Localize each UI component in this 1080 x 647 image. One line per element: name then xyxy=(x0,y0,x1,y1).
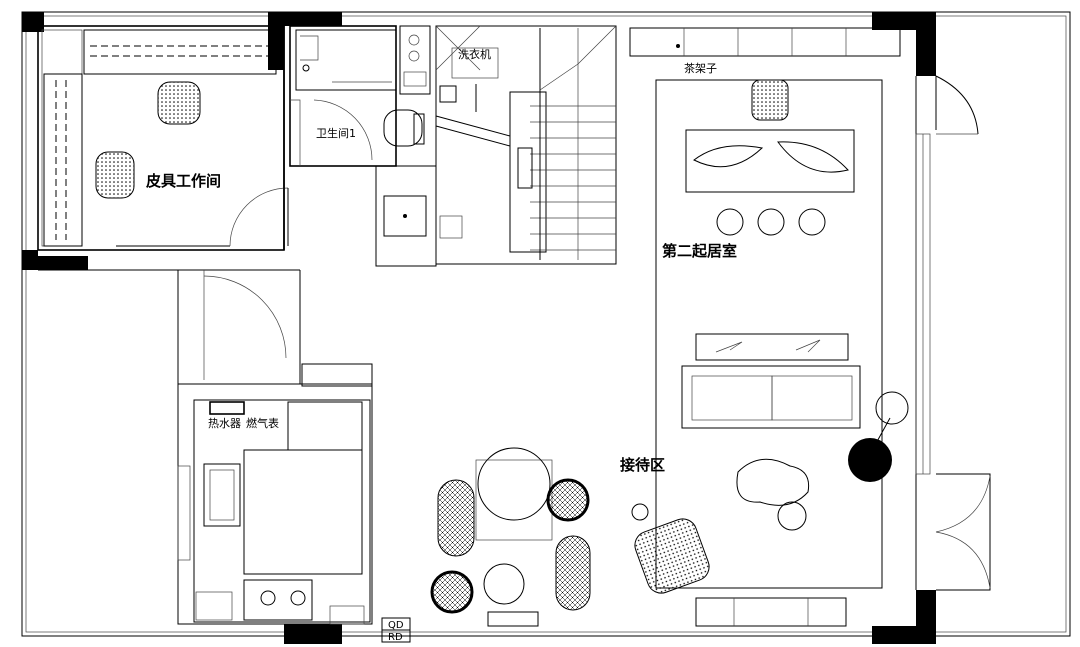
bathroom-label: 卫生间1 xyxy=(316,126,356,140)
stove xyxy=(243,579,313,621)
kitchen-island xyxy=(243,449,363,575)
black-side-table xyxy=(848,438,892,482)
laundry-area: 洗衣机 xyxy=(435,25,617,265)
water-heater xyxy=(209,401,245,415)
workshop-chair-1 xyxy=(157,81,201,125)
washbasin xyxy=(383,195,427,237)
second-living-room: 第二起居室 xyxy=(655,79,909,627)
stool-3 xyxy=(798,208,826,236)
staircase xyxy=(439,25,617,260)
laundry-label: 洗衣机 xyxy=(458,47,491,61)
top-armchair xyxy=(751,79,789,121)
workshop-chair-2 xyxy=(95,151,135,199)
second-living-room-label: 第二起居室 xyxy=(662,242,737,260)
round-table xyxy=(477,447,551,521)
tea-shelf: 茶架子 xyxy=(629,27,901,75)
interior-walls xyxy=(38,26,301,384)
coffee-table xyxy=(736,458,810,506)
round-chair-2 xyxy=(430,570,474,614)
sofa xyxy=(681,365,861,429)
right-window-wall xyxy=(915,75,991,591)
meter-rd-label: RD xyxy=(388,632,403,643)
reception-area: 接待区 xyxy=(430,447,710,627)
meter-qd-label: QD xyxy=(388,620,404,631)
tea-table xyxy=(685,129,855,193)
leather-workshop-room: 皮具工作间 xyxy=(37,25,289,251)
stool-1 xyxy=(716,208,744,236)
reception-armchair xyxy=(634,518,710,594)
kitchen-room: 热水器 燃气表 xyxy=(177,275,373,625)
round-chair-1 xyxy=(546,478,590,522)
bathroom-room: 卫生间1 xyxy=(289,25,437,267)
oval-chair-2 xyxy=(555,535,591,611)
meter-box: QD RD xyxy=(381,617,411,643)
tv-cabinet xyxy=(695,597,847,627)
reception-label: 接待区 xyxy=(620,456,665,474)
oval-chair-1 xyxy=(437,479,475,557)
stool-2 xyxy=(757,208,785,236)
water-heater-label: 热水器 xyxy=(208,417,241,430)
leather-workshop-label: 皮具工作间 xyxy=(146,172,221,190)
gas-meter-label: 燃气表 xyxy=(246,416,279,430)
tea-shelf-label: 茶架子 xyxy=(684,62,717,75)
toilet xyxy=(383,109,423,147)
